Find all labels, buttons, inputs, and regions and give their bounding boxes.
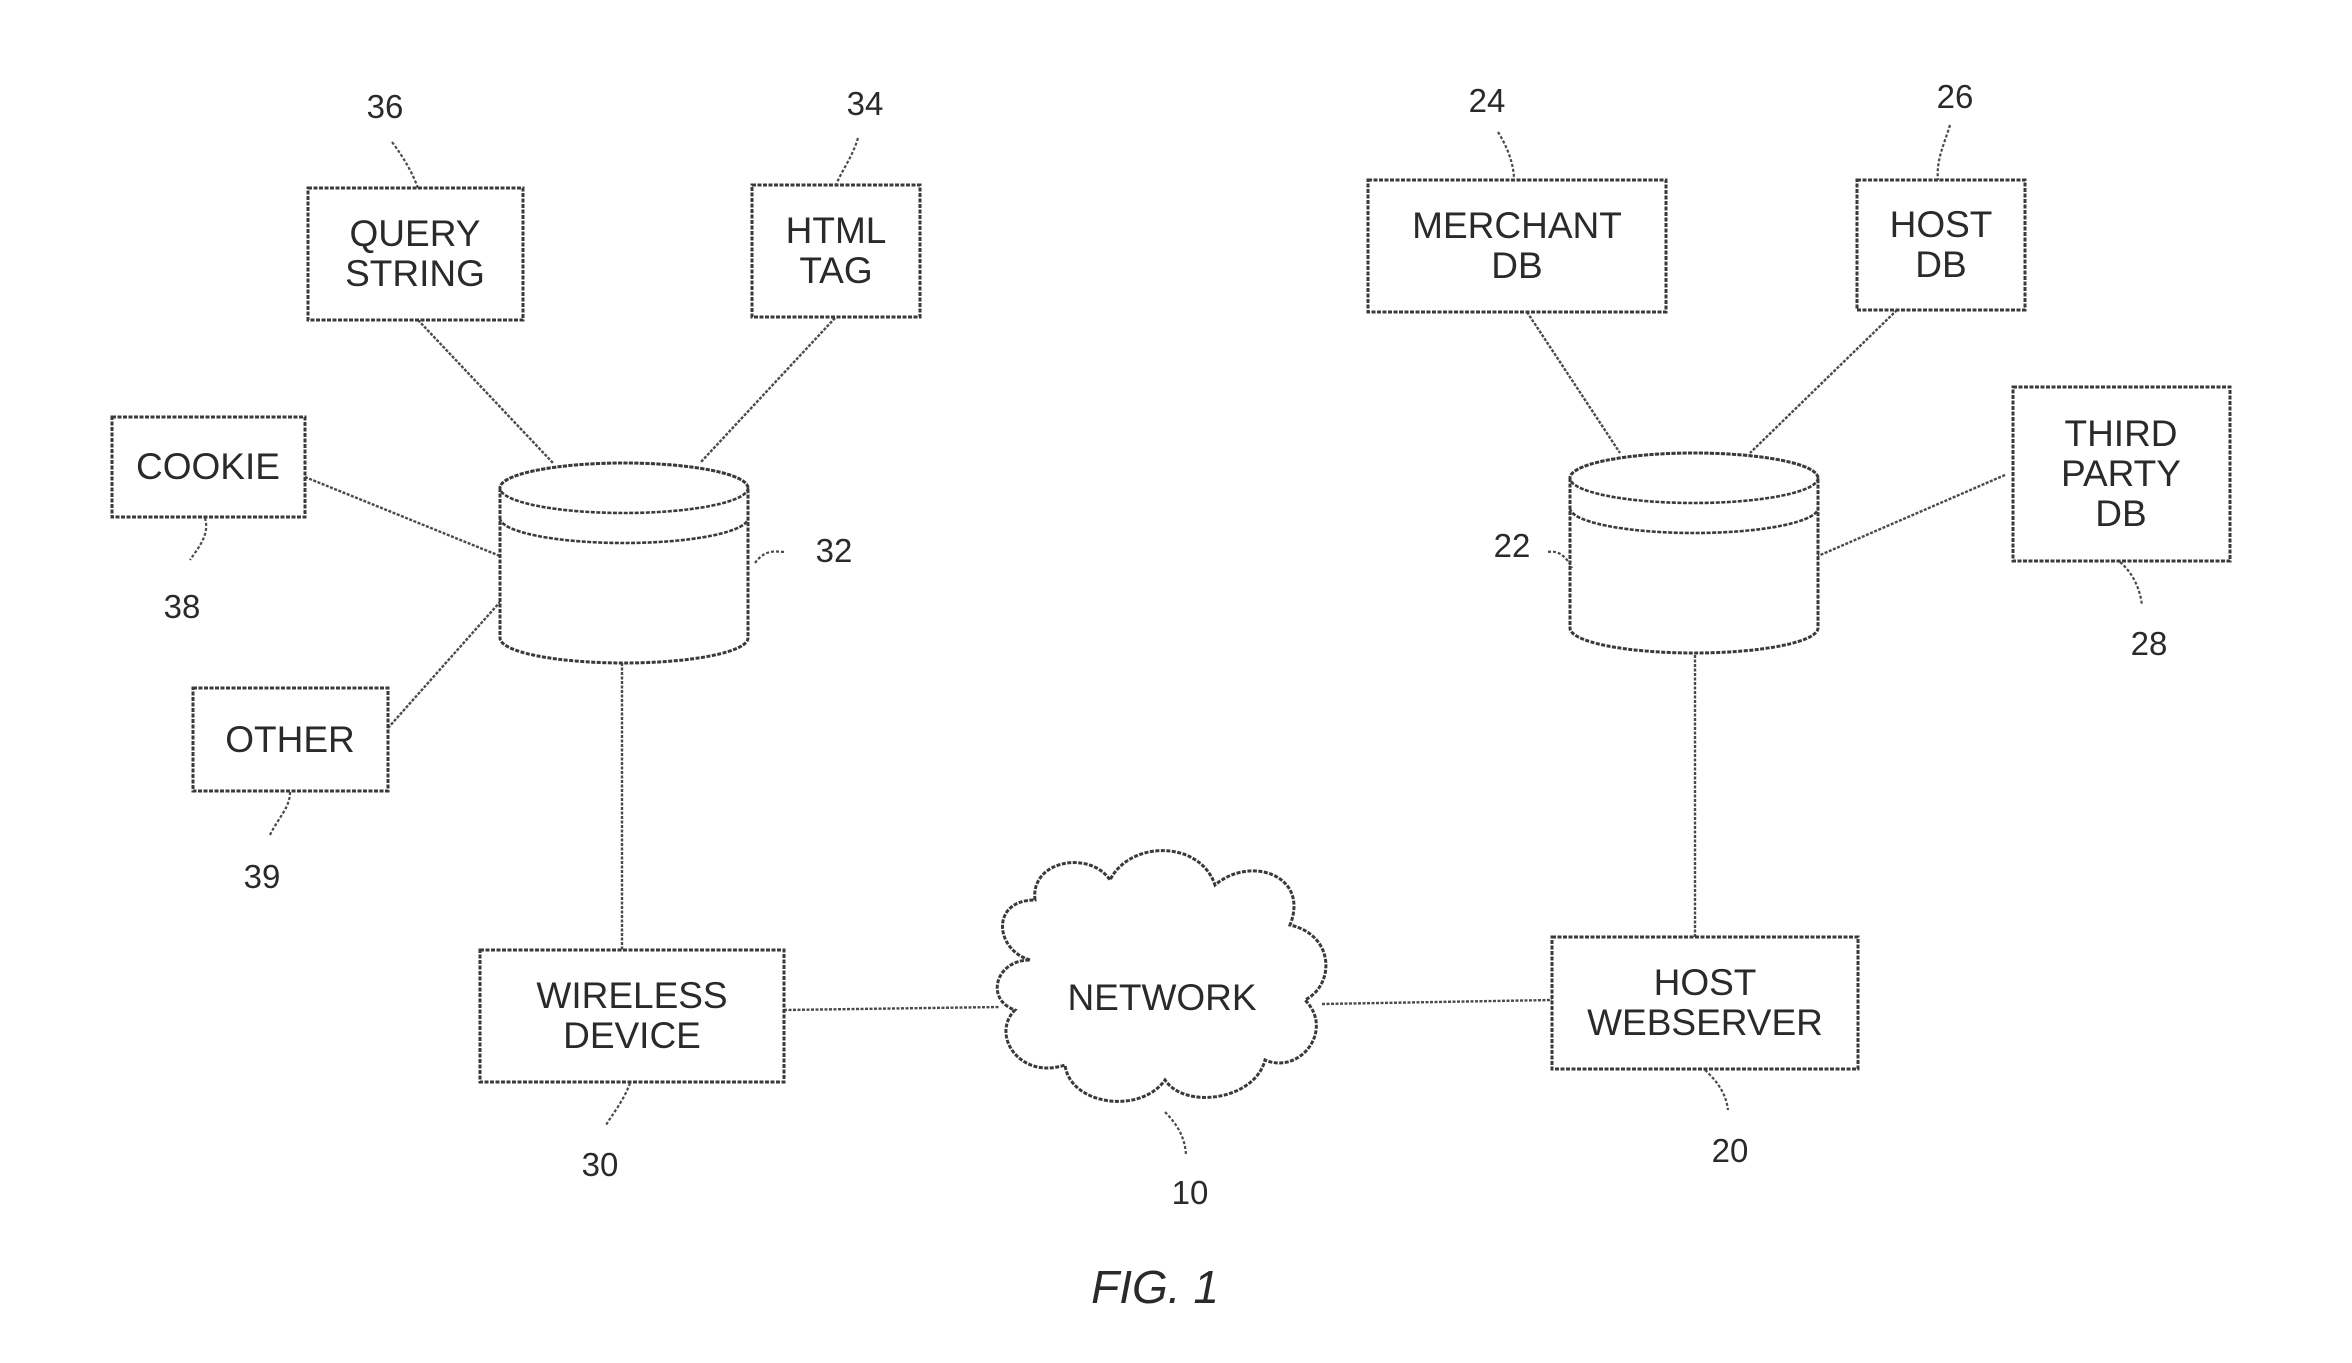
third-party-db-label-line-1: THIRD [2064, 413, 2177, 454]
host-webserver-label-line-1: HOST [1654, 962, 1757, 1003]
ref-client-db: 32 [816, 532, 853, 569]
third-party-db-label-line-2: PARTY [2061, 453, 2181, 494]
query-string-label-line-1: QUERY [350, 213, 481, 254]
query-string-label-line-2: STRING [345, 253, 485, 294]
host-webserver-box: HOST WEBSERVER [1552, 937, 1858, 1069]
third-party-db-box: THIRD PARTY DB [2013, 387, 2230, 561]
ref-third-party-db: 28 [2131, 625, 2168, 662]
merchant-db-box: MERCHANT DB [1368, 180, 1666, 312]
wireless-device-label-line-2: DEVICE [563, 1015, 701, 1056]
link-cookie-to-client-db [305, 477, 500, 556]
client-db-cylinder-icon [500, 463, 748, 663]
host-db-label-line-2: DB [1915, 244, 1966, 285]
cookie-label: COOKIE [136, 446, 280, 487]
link-host-db-to-host-side-db [1750, 310, 1897, 453]
ref-html-tag: 34 [847, 85, 884, 122]
ref-host-webserver: 20 [1712, 1132, 1749, 1169]
link-wireless-device-to-network [784, 1007, 1000, 1010]
host-side-db-cylinder-icon [1570, 453, 1818, 653]
cookie-box: COOKIE [112, 417, 305, 517]
link-other-to-client-db [388, 602, 500, 728]
link-third-party-db-to-host-side-db [1818, 475, 2005, 556]
ref-network: 10 [1172, 1174, 1209, 1211]
link-merchant-db-to-host-side-db [1527, 312, 1620, 453]
html-tag-box: HTML TAG [752, 185, 920, 317]
link-network-to-host-webserver [1322, 1000, 1552, 1004]
other-label: OTHER [225, 719, 355, 760]
ref-host-db: 26 [1937, 78, 1974, 115]
ref-wireless-device: 30 [582, 1146, 619, 1183]
wireless-device-label-line-1: WIRELESS [536, 975, 727, 1016]
host-webserver-label-line-2: WEBSERVER [1587, 1002, 1823, 1043]
ref-query-string: 36 [367, 88, 404, 125]
other-box: OTHER [193, 688, 388, 791]
html-tag-label-line-1: HTML [786, 210, 887, 251]
wireless-device-box: WIRELESS DEVICE [480, 950, 784, 1082]
host-db-label-line-1: HOST [1890, 204, 1993, 245]
third-party-db-label-line-3: DB [2095, 493, 2146, 534]
merchant-db-label-line-1: MERCHANT [1412, 205, 1622, 246]
query-string-box: QUERY STRING [308, 188, 523, 320]
ref-other: 39 [244, 858, 281, 895]
link-html-tag-to-client-db [700, 318, 835, 463]
link-query-string-to-client-db [418, 320, 553, 463]
figure-caption: FIG. 1 [1091, 1261, 1219, 1313]
ref-host-side-db: 22 [1494, 527, 1531, 564]
merchant-db-label-line-2: DB [1491, 245, 1542, 286]
ref-cookie: 38 [164, 588, 201, 625]
network-label: NETWORK [1067, 977, 1256, 1018]
ref-merchant-db: 24 [1469, 82, 1506, 119]
host-db-box: HOST DB [1857, 180, 2025, 310]
html-tag-label-line-2: TAG [799, 250, 872, 291]
network-cloud-icon: NETWORK [997, 851, 1326, 1102]
